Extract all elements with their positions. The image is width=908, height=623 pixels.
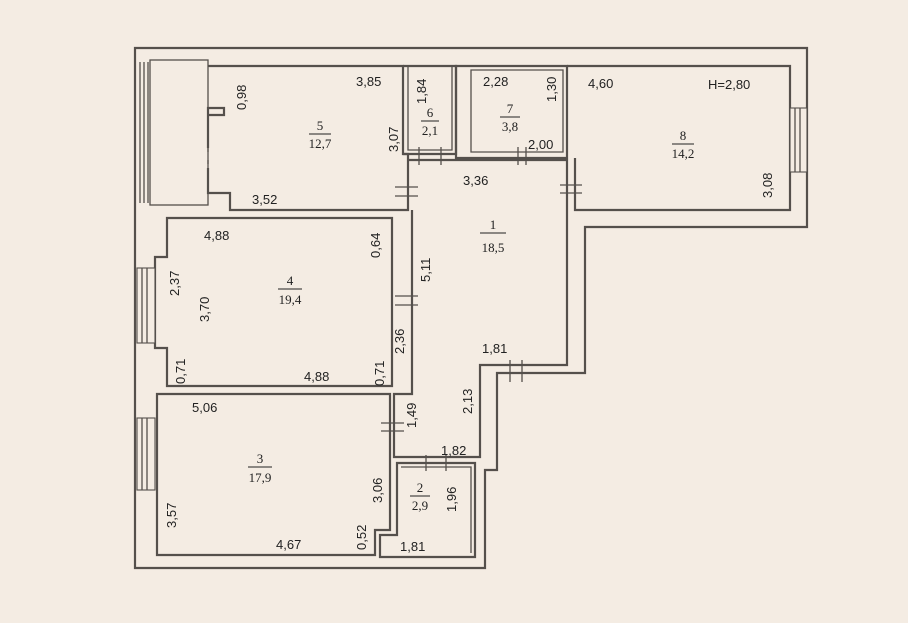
dim-r2-side: 1,96 bbox=[444, 487, 459, 512]
dim-r8-right: 3,08 bbox=[760, 173, 775, 198]
room-area-5: 12,7 bbox=[309, 136, 332, 151]
dim-r4-left: 3,70 bbox=[197, 297, 212, 322]
room-number-1: 1 bbox=[490, 217, 497, 232]
door-marks bbox=[207, 147, 582, 471]
dim-r3-top: 5,06 bbox=[192, 400, 217, 415]
dim-r4-bottom: 4,88 bbox=[304, 369, 329, 384]
room-label-7: 7 3,8 bbox=[500, 101, 520, 134]
dim-r5-bottom: 3,52 bbox=[252, 192, 277, 207]
balcony-window bbox=[139, 62, 149, 203]
room-area-2: 2,9 bbox=[412, 498, 428, 513]
room-area-1: 18,5 bbox=[482, 240, 505, 255]
room-1-outline bbox=[392, 158, 569, 459]
dim-r1-top: 3,36 bbox=[463, 173, 488, 188]
room-7-outline bbox=[454, 64, 569, 160]
room-area-8: 14,2 bbox=[672, 146, 695, 161]
dim-r4-right-lower: 0,71 bbox=[372, 361, 387, 386]
dim-corridor: 1,49 bbox=[404, 403, 419, 428]
ceiling-height-label: H=2,80 bbox=[708, 77, 750, 92]
room-label-2: 2 2,9 bbox=[410, 480, 430, 513]
room-label-8: 8 14,2 bbox=[672, 128, 695, 161]
room-label-6: 6 2,1 bbox=[421, 105, 439, 138]
dim-r5-left: 0,98 bbox=[234, 85, 249, 110]
room-area-3: 17,9 bbox=[249, 470, 272, 485]
dim-r2-bottom: 1,81 bbox=[400, 539, 425, 554]
dim-r3-notch: 0,52 bbox=[354, 525, 369, 550]
dim-r3-bottom: 4,67 bbox=[276, 537, 301, 552]
dim-r2-top: 1,82 bbox=[441, 443, 466, 458]
dim-r5-right: 3,07 bbox=[386, 127, 401, 152]
dim-r4-top: 4,88 bbox=[204, 228, 229, 243]
room-3-outline bbox=[155, 392, 392, 557]
room-number-6: 6 bbox=[427, 105, 434, 120]
room-number-5: 5 bbox=[317, 118, 324, 133]
room-area-7: 3,8 bbox=[502, 119, 518, 134]
dim-r1-notch: 2,13 bbox=[460, 389, 475, 414]
room-2-outline bbox=[378, 461, 477, 559]
room-number-7: 7 bbox=[507, 101, 514, 116]
dim-r7-side: 1,30 bbox=[544, 77, 559, 102]
room-8-window bbox=[789, 107, 808, 173]
room-4-outline bbox=[153, 216, 394, 388]
dim-r4-left-lower: 0,71 bbox=[173, 359, 188, 384]
dim-r7-bottom: 2,00 bbox=[528, 137, 553, 152]
dim-r1-left: 5,11 bbox=[418, 258, 433, 282]
room-number-3: 3 bbox=[257, 451, 264, 466]
dim-r4-left-upper: 2,37 bbox=[167, 271, 182, 296]
room-area-4: 19,4 bbox=[279, 292, 302, 307]
room-area-6: 2,1 bbox=[422, 123, 438, 138]
dim-r3-right: 3,06 bbox=[370, 478, 385, 503]
dim-r3-left: 3,57 bbox=[164, 503, 179, 528]
dim-r5-top: 3,85 bbox=[356, 74, 381, 89]
room-number-2: 2 bbox=[417, 480, 424, 495]
room-label-5: 5 12,7 bbox=[309, 118, 332, 151]
dim-r4-notch-top: 0,64 bbox=[368, 233, 383, 258]
dim-r7-top: 2,28 bbox=[483, 74, 508, 89]
room-label-4: 4 19,4 bbox=[278, 273, 302, 307]
room-number-4: 4 bbox=[287, 273, 294, 288]
dim-r4-right: 2,36 bbox=[392, 329, 407, 354]
room-7-inner bbox=[470, 69, 564, 153]
room-2-inner bbox=[401, 466, 472, 553]
room-3-window bbox=[136, 417, 156, 491]
room-4-window bbox=[136, 267, 156, 344]
room-number-8: 8 bbox=[680, 128, 687, 143]
room-label-3: 3 17,9 bbox=[248, 451, 272, 485]
dim-r1-bottom: 1,81 bbox=[482, 341, 507, 356]
dim-r8-top: 4,60 bbox=[588, 76, 613, 91]
dim-r6-side: 1,84 bbox=[414, 79, 429, 104]
room-6-inner bbox=[407, 66, 453, 151]
room-label-1: 1 18,5 bbox=[480, 217, 506, 255]
balcony bbox=[149, 59, 209, 206]
